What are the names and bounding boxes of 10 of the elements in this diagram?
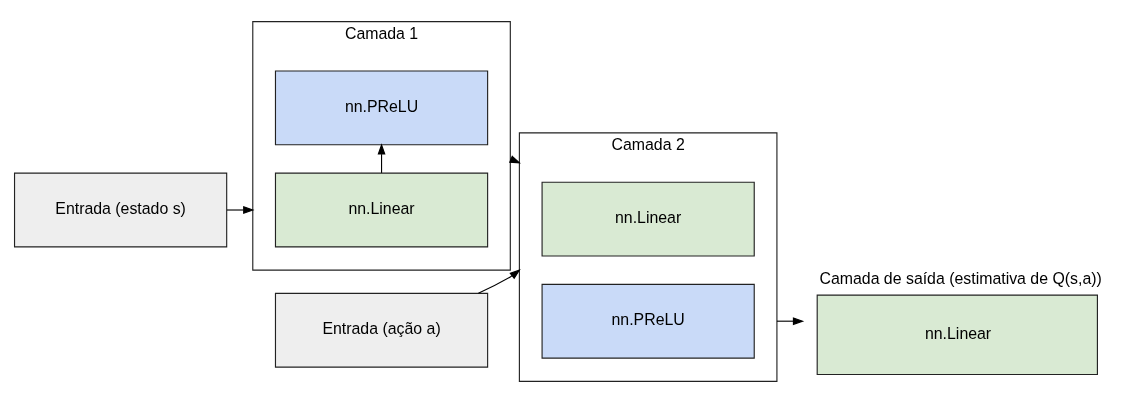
node-box: Entrada (estado s) <box>13 172 227 248</box>
node-box: nn.PReLU <box>274 70 488 146</box>
arrow <box>377 143 385 174</box>
arrow <box>225 206 254 214</box>
node-box: nn.Linear <box>274 172 488 248</box>
node-box: nn.PReLU <box>541 283 755 359</box>
node-box: nn.Linear <box>541 181 755 257</box>
arrow <box>477 269 521 294</box>
node-box: Entrada (ação a) <box>274 292 488 368</box>
node-label: Camada de saída (estimativa de Q(s,a)) <box>818 269 1102 287</box>
